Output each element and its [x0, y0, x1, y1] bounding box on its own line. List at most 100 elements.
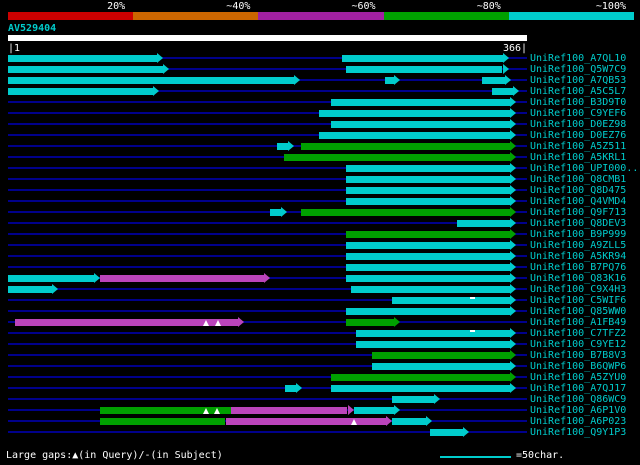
- alignment-segment[interactable]: [457, 220, 510, 227]
- hit-label[interactable]: UniRef100_A6P1V0: [530, 405, 627, 416]
- alignment-segment[interactable]: [100, 418, 226, 425]
- hit-label[interactable]: UniRef100_Q8DEV3: [530, 218, 627, 229]
- hit-label[interactable]: UniRef100_B3D9T0: [530, 97, 627, 108]
- alignment-segment[interactable]: [319, 110, 510, 117]
- gap-query-marker-icon: [214, 408, 220, 414]
- alignment-segment[interactable]: [8, 286, 52, 293]
- hit-label[interactable]: UniRef100_C9X4H3: [530, 284, 627, 295]
- hit-label[interactable]: UniRef100_C7TFZ2: [530, 328, 627, 339]
- hit-label[interactable]: UniRef100_Q8D475: [530, 185, 627, 196]
- alignment-segment[interactable]: [269, 209, 281, 216]
- hit-label[interactable]: UniRef100_C9YEF6: [530, 108, 627, 119]
- alignment-segment[interactable]: [100, 275, 264, 282]
- alignment-segment[interactable]: [350, 286, 510, 293]
- alignment-segment[interactable]: [330, 121, 510, 128]
- alignment-segment[interactable]: [300, 143, 510, 150]
- alignment-segment[interactable]: [346, 176, 510, 183]
- alignment-segment[interactable]: [346, 242, 510, 249]
- hit-label[interactable]: UniRef100_Q8CMB1: [530, 174, 627, 185]
- alignment-segment[interactable]: [346, 66, 503, 73]
- alignment-segment[interactable]: [481, 77, 506, 84]
- hit-label[interactable]: UniRef100_B7B8V3: [530, 350, 627, 361]
- gap-query-marker-icon: [202, 408, 209, 414]
- alignment-segment[interactable]: [330, 385, 510, 392]
- row-baseline: [8, 156, 527, 158]
- alignment-segment[interactable]: [384, 77, 395, 84]
- alignment-segment[interactable]: [346, 165, 510, 172]
- alignment-segment[interactable]: [225, 418, 386, 425]
- segment-arrow-icon: [509, 141, 516, 151]
- hit-label[interactable]: UniRef100_A5KRL1: [530, 152, 627, 163]
- hit-label[interactable]: UniRef100_A6P023: [530, 416, 627, 427]
- hit-label[interactable]: UniRef100_A5KR94: [530, 251, 627, 262]
- hit-label[interactable]: UniRef100_Q85WW0: [530, 306, 627, 317]
- alignment-segment[interactable]: [330, 374, 510, 381]
- alignment-segment[interactable]: [342, 55, 503, 62]
- alignment-segment[interactable]: [276, 143, 288, 150]
- row-baseline: [8, 90, 527, 92]
- alignment-segment[interactable]: [356, 341, 510, 348]
- alignment-segment[interactable]: [8, 66, 163, 73]
- row-baseline: [8, 189, 527, 191]
- row-baseline: [8, 211, 527, 213]
- hit-label[interactable]: UniRef100_D0EZ76: [530, 130, 627, 141]
- hit-label[interactable]: UniRef100_Q9Y1P3: [530, 427, 627, 438]
- segment-arrow-icon: [509, 97, 516, 107]
- alignment-segment[interactable]: [8, 88, 153, 95]
- hit-label[interactable]: UniRef100_A1FB49: [530, 317, 627, 328]
- alignment-segment[interactable]: [356, 330, 510, 337]
- hit-label[interactable]: UniRef100_C9YE12: [530, 339, 627, 350]
- segment-arrow-icon: [509, 108, 516, 118]
- alignment-segment[interactable]: [391, 418, 426, 425]
- hit-label[interactable]: UniRef100_Q5W7C9: [530, 64, 627, 75]
- hit-label[interactable]: UniRef100_Q9F713: [530, 207, 627, 218]
- hit-label[interactable]: UniRef100_Q83K16: [530, 273, 627, 284]
- alignment-segment[interactable]: [430, 429, 463, 436]
- alignment-segment[interactable]: [330, 99, 510, 106]
- alignment-segment[interactable]: [346, 187, 510, 194]
- alignment-segment[interactable]: [100, 407, 232, 414]
- alignment-segment[interactable]: [391, 297, 510, 304]
- alignment-segment[interactable]: [353, 407, 395, 414]
- alignment-segment[interactable]: [319, 132, 510, 139]
- alignment-segment[interactable]: [283, 154, 510, 161]
- identity-scale-label: ~100%: [595, 1, 626, 12]
- hit-label[interactable]: UniRef100_A5Z511: [530, 141, 627, 152]
- alignment-segment[interactable]: [8, 77, 294, 84]
- hit-label[interactable]: UniRef100_Q86WC9: [530, 394, 627, 405]
- hit-label[interactable]: UniRef100_B7PQ76: [530, 262, 627, 273]
- hit-label[interactable]: UniRef100_A7QL10: [530, 53, 627, 64]
- hit-label[interactable]: UniRef100_A5ZYU0: [530, 372, 627, 383]
- alignment-segment[interactable]: [8, 275, 95, 282]
- alignment-segment[interactable]: [346, 275, 510, 282]
- alignment-segment[interactable]: [372, 352, 510, 359]
- alignment-segment[interactable]: [391, 396, 435, 403]
- segment-arrow-icon: [94, 273, 101, 283]
- hit-label[interactable]: UniRef100_A7QB53: [530, 75, 627, 86]
- alignment-segment[interactable]: [346, 319, 395, 326]
- segment-arrow-icon: [505, 75, 512, 85]
- alignment-segment[interactable]: [346, 253, 510, 260]
- hit-label[interactable]: UniRef100_A5C5L7: [530, 86, 627, 97]
- segment-arrow-icon: [263, 273, 270, 283]
- hit-label[interactable]: UniRef100_Q4VMD4: [530, 196, 627, 207]
- alignment-segment[interactable]: [346, 308, 510, 315]
- alignment-segment[interactable]: [285, 385, 297, 392]
- alignment-segment[interactable]: [346, 198, 510, 205]
- hit-label[interactable]: UniRef100_B9P999: [530, 229, 627, 240]
- alignment-segment[interactable]: [346, 264, 510, 271]
- hit-label[interactable]: UniRef100_D0EZ98: [530, 119, 627, 130]
- hit-label[interactable]: UniRef100_A9ZLL5: [530, 240, 627, 251]
- alignment-segment[interactable]: [491, 88, 513, 95]
- alignment-segment[interactable]: [15, 319, 238, 326]
- hit-label[interactable]: UniRef100_B6QWP6: [530, 361, 627, 372]
- alignment-segment[interactable]: [231, 407, 348, 414]
- hit-label[interactable]: UniRef100_UPI000..: [530, 163, 639, 174]
- alignment-segment[interactable]: [8, 55, 157, 62]
- segment-arrow-icon: [509, 119, 516, 129]
- alignment-segment[interactable]: [346, 231, 510, 238]
- alignment-segment[interactable]: [300, 209, 510, 216]
- alignment-segment[interactable]: [372, 363, 510, 370]
- hit-label[interactable]: UniRef100_A7QJ17: [530, 383, 627, 394]
- hit-label[interactable]: UniRef100_C5WIF6: [530, 295, 627, 306]
